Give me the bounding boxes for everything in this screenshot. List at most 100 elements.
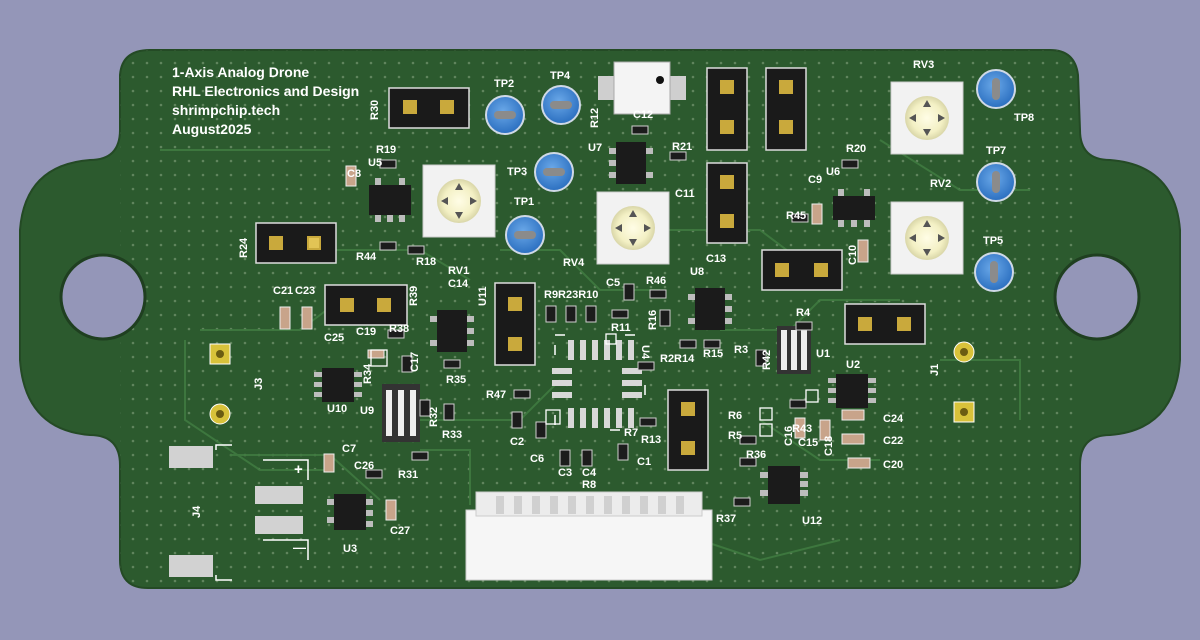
ref-r11: R11 — [611, 322, 631, 334]
power-minus: — — [293, 540, 306, 555]
ref-u11: U11 — [477, 286, 489, 306]
mounting-hole-right — [1053, 253, 1141, 341]
ref-u12: U12 — [802, 515, 822, 527]
u3-body — [327, 494, 373, 530]
ref-c16: C16 — [783, 426, 795, 446]
u4-footprint — [552, 334, 646, 431]
ref-rv2: RV2 — [930, 178, 951, 190]
u6-body — [833, 189, 875, 227]
tp2 — [485, 95, 525, 135]
ref-r46: R46 — [646, 275, 666, 287]
ref-c13: C13 — [706, 253, 726, 265]
ref-r12: R12 — [589, 108, 601, 128]
ref-c9: C9 — [808, 174, 822, 186]
ref-tp4: TP4 — [550, 70, 571, 82]
ref-c2: C2 — [510, 436, 524, 448]
connector-j1 — [953, 341, 975, 423]
ref-r35: R35 — [446, 374, 466, 386]
ref-u7: U7 — [588, 142, 602, 154]
ref-r5: R5 — [728, 430, 742, 442]
rv2 — [890, 201, 964, 275]
ref-r47: R47 — [486, 389, 506, 401]
ref-u8: U8 — [690, 266, 704, 278]
ref-u4: U4 — [639, 345, 651, 360]
u12-body — [760, 466, 808, 504]
ref-c7: C7 — [342, 443, 356, 455]
title-line-2: RHL Electronics and Design — [172, 83, 359, 99]
ref-r19: R19 — [376, 144, 396, 156]
ref-c22: C22 — [883, 435, 903, 447]
ref-r38: R38 — [389, 323, 409, 335]
ref-c8: C8 — [347, 168, 361, 180]
ref-u3: U3 — [343, 543, 357, 555]
tp1 — [505, 215, 545, 255]
ref-r2r14: R2R14 — [660, 353, 695, 365]
header-r30 — [388, 87, 470, 129]
ref-u2: U2 — [846, 359, 860, 371]
ref-tp7: TP7 — [986, 145, 1006, 157]
ref-c5: C5 — [606, 277, 620, 289]
u11-body — [430, 310, 474, 352]
smd-passives — [279, 125, 871, 521]
mounting-hole-left — [59, 253, 147, 341]
ref-c25: C25 — [324, 332, 344, 344]
header-r4 — [844, 303, 926, 345]
ref-tp1: TP1 — [514, 196, 534, 208]
ref-c21: C21 — [273, 285, 293, 297]
ref-c20: C20 — [883, 459, 903, 471]
ref-tp8: TP8 — [1014, 112, 1034, 124]
title-line-1: 1-Axis Analog Drone — [172, 64, 309, 80]
ref-r33: R33 — [442, 429, 462, 441]
ref-c6: C6 — [530, 453, 544, 465]
ics — [314, 142, 876, 530]
ref-rv1: RV1 — [448, 265, 469, 277]
ref-u6: U6 — [826, 166, 840, 178]
ref-rv3: RV3 — [913, 59, 934, 71]
header-u11 — [494, 282, 536, 366]
ref-r45: R45 — [786, 210, 806, 222]
ref-c23: C23 — [295, 285, 315, 297]
ref-c24: C24 — [883, 413, 904, 425]
ref-c3: C3 — [558, 467, 572, 479]
ref-r44: R44 — [356, 251, 377, 263]
rv3 — [890, 81, 964, 155]
header-r24 — [255, 222, 337, 264]
u1-body — [777, 326, 811, 374]
ref-r31: R31 — [398, 469, 418, 481]
test-points — [485, 69, 1016, 292]
title-line-4: August2025 — [172, 121, 252, 137]
ref-r34: R34 — [362, 363, 374, 384]
board-title: 1-Axis Analog Drone RHL Electronics and … — [172, 64, 359, 137]
ref-c18: C18 — [823, 436, 835, 456]
rv1 — [422, 164, 496, 238]
ref-u9: U9 — [360, 405, 374, 417]
connector-j4 — [169, 444, 309, 581]
ref-c14: C14 — [448, 278, 469, 290]
ref-c4: C4 — [582, 467, 597, 479]
pin-headers — [255, 67, 926, 471]
ref-r42: R42 — [761, 350, 773, 370]
u9-body — [382, 384, 420, 442]
tactile-switch — [598, 61, 686, 115]
ref-r15: R15 — [703, 348, 723, 360]
connector-j3 — [209, 343, 231, 425]
ref-tp2: TP2 — [494, 78, 514, 90]
u5-body — [369, 178, 411, 222]
bottom-connector — [465, 491, 713, 581]
u7-body — [609, 142, 653, 184]
power-plus: + — [294, 461, 303, 478]
ref-tp3: TP3 — [507, 166, 527, 178]
ref-r13: R13 — [641, 434, 661, 446]
ref-r8: R8 — [582, 479, 596, 491]
tp5 — [974, 252, 1014, 292]
ref-r4: R4 — [796, 307, 811, 319]
ref-u5: U5 — [368, 157, 382, 169]
ref-r39: R39 — [408, 286, 420, 306]
ref-r9r23r10: R9R23R10 — [544, 289, 598, 301]
header-c10 — [761, 249, 843, 291]
ref-r3: R3 — [734, 344, 748, 356]
tp8 — [976, 69, 1016, 109]
ref-r43: R43 — [792, 423, 812, 435]
header-r13 — [667, 389, 709, 471]
ref-u1: U1 — [816, 348, 830, 360]
